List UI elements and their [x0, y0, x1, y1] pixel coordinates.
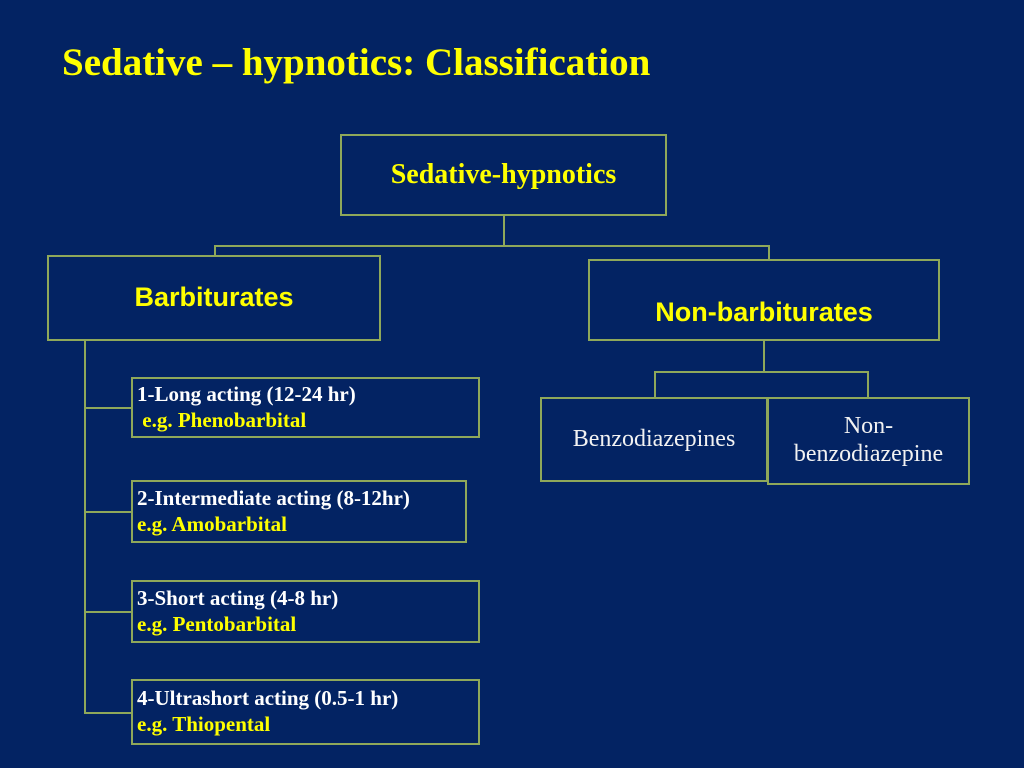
- barbiturate-example-label: e.g. Pentobarbital: [137, 611, 297, 636]
- connector-to-benzodiazepines: [654, 371, 656, 398]
- connector-barbiturates-stub-2: [84, 511, 132, 513]
- connector-barbiturates-stub-4: [84, 712, 132, 714]
- barbiturate-duration-label: 1-Long acting (12-24 hr): [137, 381, 356, 406]
- connector-root-drop: [503, 216, 505, 246]
- node-barbiturates-label: Barbiturates: [134, 282, 294, 313]
- connector-to-nonbarbiturates: [768, 245, 770, 260]
- node-non-barbiturates-label: Non-barbiturates: [655, 296, 873, 327]
- connector-barbiturates-trunk: [84, 341, 86, 713]
- connector-barbiturates-stub-3: [84, 611, 132, 613]
- node-non-benzodiazepine: Non-benzodiazepine: [767, 397, 970, 485]
- node-barbiturate-short-acting: 3-Short acting (4-8 hr) e.g. Pentobarbit…: [131, 580, 480, 643]
- connector-to-barbiturates: [214, 245, 216, 256]
- barbiturate-duration-label: 3-Short acting (4-8 hr): [137, 585, 339, 610]
- node-non-barbiturates: Non-barbiturates: [588, 259, 940, 341]
- node-barbiturate-long-acting: 1-Long acting (12-24 hr) e.g. Phenobarbi…: [131, 377, 480, 438]
- barbiturate-example-label: e.g. Thiopental: [137, 712, 271, 736]
- connector-root-bus: [214, 245, 770, 247]
- connector-barbiturates-stub-1: [84, 407, 132, 409]
- node-barbiturates: Barbiturates: [47, 255, 381, 341]
- node-sedative-hypnotics: Sedative-hypnotics: [340, 134, 667, 216]
- node-non-benzodiazepine-label: Non-benzodiazepine: [793, 413, 944, 467]
- page-title: Sedative – hypnotics: Classification: [62, 41, 651, 84]
- connector-nonbarbiturates-drop: [763, 341, 765, 372]
- connector-to-nonbenzodiazepine: [867, 371, 869, 398]
- barbiturate-example-label: e.g. Phenobarbital: [137, 407, 307, 432]
- barbiturate-example-label: e.g. Amobarbital: [137, 511, 287, 536]
- node-sedative-hypnotics-label: Sedative-hypnotics: [390, 158, 617, 190]
- barbiturate-duration-label: 4-Ultrashort acting (0.5-1 hr): [137, 686, 399, 711]
- node-barbiturate-ultrashort-acting: 4-Ultrashort acting (0.5-1 hr) e.g. Thio…: [131, 679, 480, 745]
- node-benzodiazepines-label: Benzodiazepines: [572, 425, 736, 452]
- barbiturate-duration-label: 2-Intermediate acting (8-12hr): [137, 485, 410, 510]
- node-barbiturate-intermediate-acting: 2-Intermediate acting (8-12hr) e.g. Amob…: [131, 480, 467, 543]
- node-benzodiazepines: Benzodiazepines: [540, 397, 768, 482]
- connector-nonbarbiturates-bus: [654, 371, 869, 373]
